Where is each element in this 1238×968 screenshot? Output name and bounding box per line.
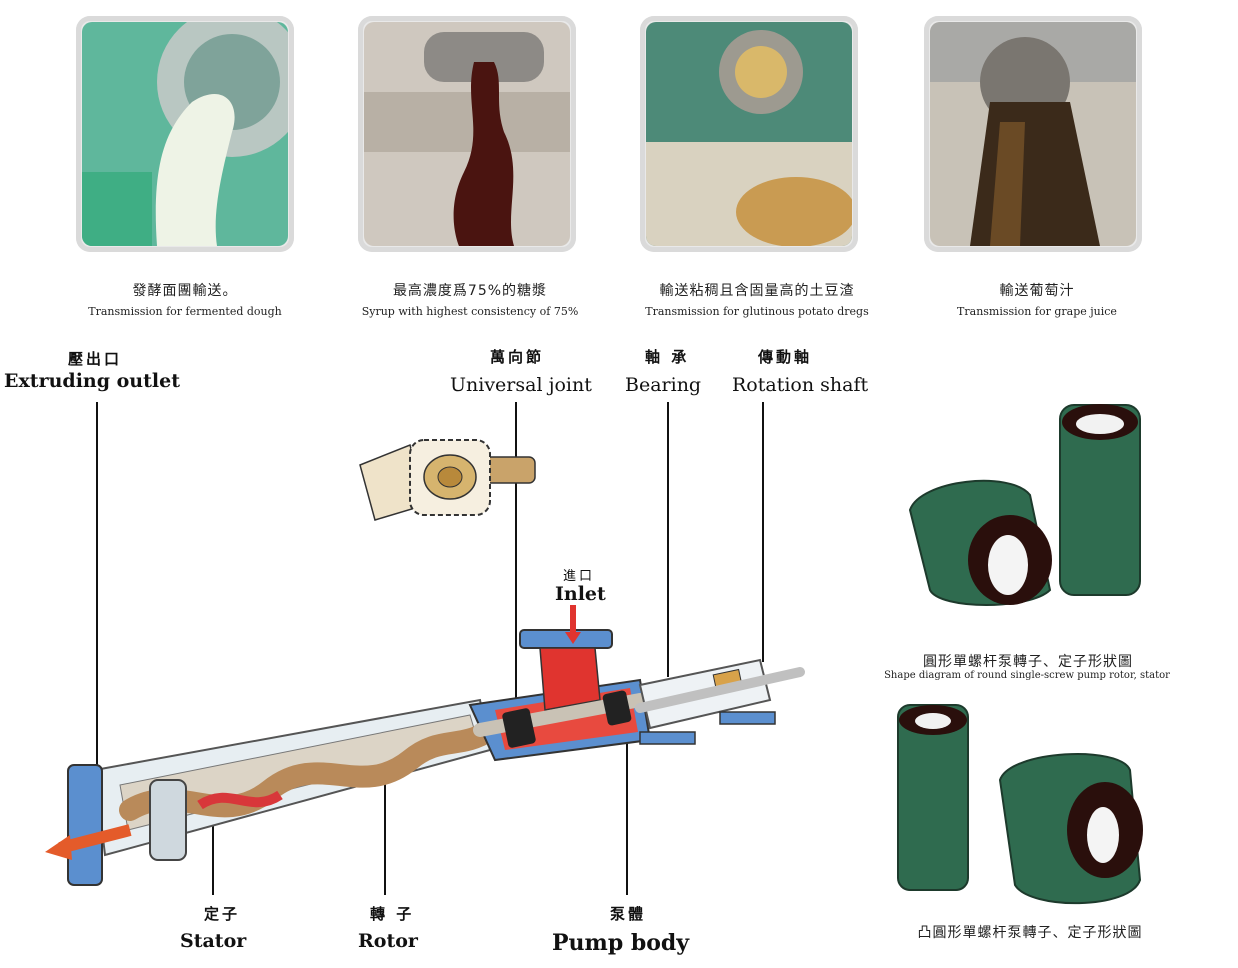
- caption-zh-syrup: 最高濃度爲75%的糖漿: [392, 283, 548, 299]
- leader-line-body: [626, 740, 628, 895]
- caption-zh-potato: 輸送粘稠且含固量高的土豆渣: [659, 283, 855, 299]
- shape-convex-zh: 凸圓形單螺杆泵轉子、定子形狀圖: [917, 925, 1143, 941]
- label-joint-en: Universal joint: [450, 374, 592, 396]
- label-bearing-en: Bearing: [625, 374, 702, 396]
- label-shaft-zh: 傳動軸: [758, 348, 813, 366]
- potato-photo-art: [646, 22, 852, 246]
- photo-syrup: [358, 16, 576, 252]
- label-stator-zh: 定子: [204, 905, 241, 923]
- leader-line-joint: [515, 402, 517, 707]
- universal-joint-illustration: [359, 439, 536, 521]
- caption-en-syrup: Syrup with highest consistency of 75%: [361, 305, 579, 318]
- label-inlet-zh: 進口: [563, 569, 596, 584]
- leader-line-rotor: [384, 760, 386, 895]
- label-body-en: Pump body: [552, 930, 690, 956]
- label-rotor-en: Rotor: [358, 930, 418, 952]
- dough-photo-art: [82, 22, 288, 246]
- leader-line-shaft: [762, 402, 764, 662]
- pump-cutaway-illustration: [45, 605, 805, 886]
- leader-line-bearing: [667, 402, 669, 677]
- label-body-zh: 泵體: [610, 905, 647, 923]
- round-stator-tubes: [908, 404, 1141, 606]
- caption-en-grape: Transmission for grape juice: [957, 305, 1117, 318]
- photo-potato-dregs: [640, 16, 858, 252]
- shape-round-zh: 圓形單螺杆泵轉子、定子形狀圖: [923, 654, 1133, 670]
- syrup-photo-art: [364, 22, 570, 246]
- label-stator-en: Stator: [180, 930, 247, 952]
- label-outlet-zh: 壓出口: [68, 350, 123, 368]
- caption-en-potato: Transmission for glutinous potato dregs: [645, 305, 869, 318]
- label-inlet-en: Inlet: [555, 583, 606, 605]
- leader-line-outlet: [96, 402, 98, 792]
- label-joint-zh: 萬向節: [490, 348, 545, 366]
- leader-line-stator: [212, 790, 214, 895]
- convex-stator-tubes: [897, 704, 1143, 905]
- caption-zh-dough: 發酵面團輸送。: [132, 283, 238, 299]
- label-outlet-en: Extruding outlet: [4, 370, 180, 392]
- label-shaft-en: Rotation shaft: [732, 374, 869, 396]
- caption-en-dough: Transmission for fermented dough: [88, 305, 282, 318]
- photo-grape-juice: [924, 16, 1142, 252]
- shape-round-en: Shape diagram of round single-screw pump…: [884, 670, 1170, 681]
- label-rotor-zh: 轉 子: [370, 905, 415, 923]
- caption-zh-grape: 輸送葡萄汁: [999, 283, 1075, 299]
- label-bearing-zh: 軸 承: [645, 348, 690, 366]
- grape-photo-art: [930, 22, 1136, 246]
- photo-fermented-dough: [76, 16, 294, 252]
